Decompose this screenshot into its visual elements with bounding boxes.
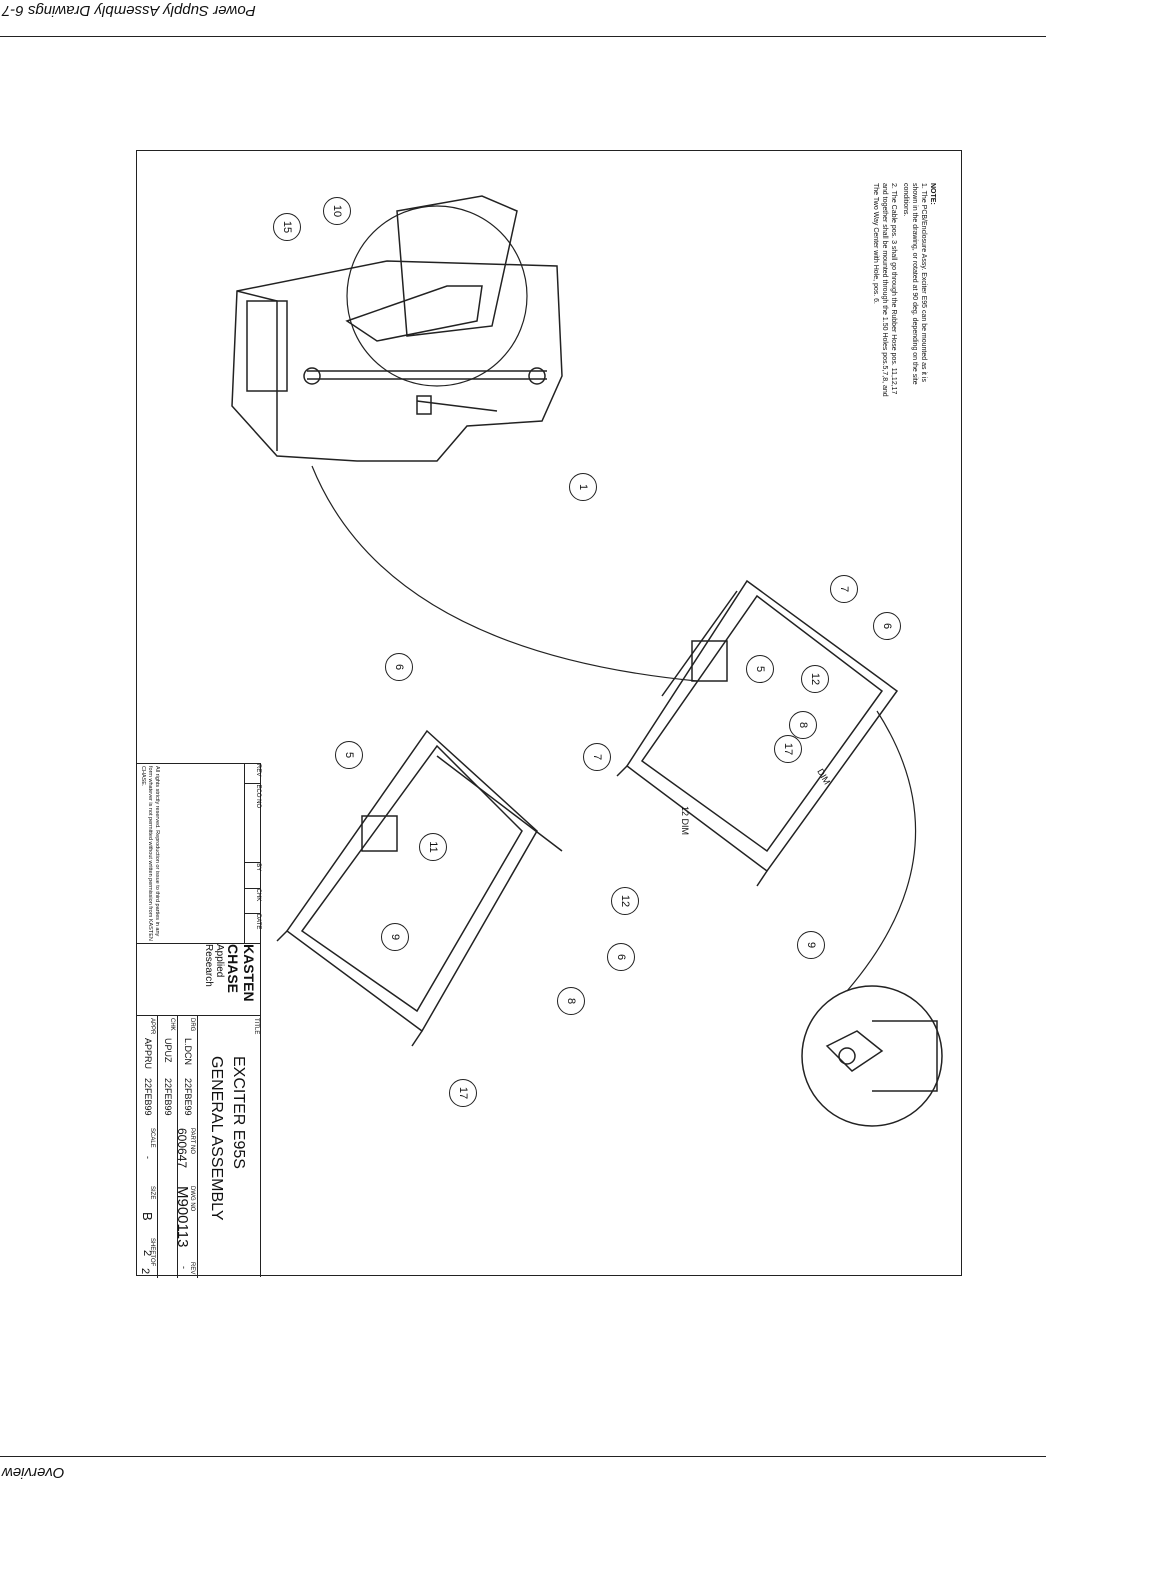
callout-8: 8 (557, 987, 585, 1015)
page-footer: Overview (0, 1450, 1164, 1490)
size-value: B (140, 1212, 155, 1221)
note-item-1: 1. The PCB/Enclosure Assy. Exciter E95 c… (902, 183, 927, 385)
enclosure-illustration (231, 195, 563, 462)
signature-grid: DRG L.DCN 22FBE99 PART NO 600647 DWG NO … (137, 1016, 197, 1278)
drg-label: DRG (189, 1018, 195, 1032)
footer-rule (0, 1456, 1046, 1457)
cable-path-lower (846, 710, 917, 992)
frame-assembly-left (276, 729, 563, 1047)
callout-12: 12 (801, 665, 829, 693)
callout-17: 17 (449, 1079, 477, 1107)
frame-dim-label-a: 12 DIM (680, 806, 690, 835)
size-label: SIZE (149, 1186, 155, 1200)
title-block: REV ECO NO BY CHK DATE All rights strict… (137, 763, 261, 1278)
company-division: Applied Research (203, 944, 225, 987)
title-line-1: EXCITER E95S (230, 1056, 247, 1169)
chk-date: 22FEB99 (163, 1078, 173, 1116)
callout-9: 9 (381, 923, 409, 951)
chk-name: UPUZ (163, 1038, 173, 1063)
callout-6: 6 (607, 943, 635, 971)
notes-block: NOTE: 1. The PCB/Enclosure Assy. Exciter… (871, 183, 937, 403)
callout-7: 7 (583, 743, 611, 771)
appr-date: 22FEB99 (143, 1078, 153, 1116)
chk-row: CHK UPUZ 22FEB99 (157, 1016, 177, 1278)
revision-table: REV ECO NO BY CHK DATE All rights strict… (137, 764, 261, 944)
of-label: OF (149, 1258, 155, 1267)
callout-12: 12 (611, 887, 639, 915)
sheet-value: 2 (141, 1250, 153, 1257)
page-footer-section: Overview (2, 1464, 65, 1481)
detail-circle (346, 205, 528, 387)
scale-label: SCALE (149, 1128, 155, 1148)
sheet-total: 2 (139, 1268, 151, 1275)
callout-6: 6 (873, 612, 901, 640)
callout-6: 6 (385, 653, 413, 681)
rev-value: - (179, 1266, 189, 1269)
part-no-label: PART NO (189, 1128, 195, 1155)
title-label: TITLE (253, 1018, 259, 1035)
chk-col-header: CHK (245, 888, 261, 914)
header-rule (0, 36, 1046, 37)
page-header: Power Supply Assembly Drawings 6-7 (0, 0, 1164, 40)
callout-1: 1 (569, 473, 597, 501)
drg-row: DRG L.DCN 22FBE99 PART NO 600647 DWG NO … (174, 1016, 197, 1278)
by-col-header: BY (245, 863, 261, 889)
callout-9: 9 (797, 931, 825, 959)
page-header-title: Power Supply Assembly Drawings 6-7 (2, 2, 256, 19)
appr-row: APPR APPRU 22FEB99 SCALE - SIZE B SHEET … (137, 1016, 157, 1278)
chk-label: CHK (169, 1018, 175, 1031)
title-line-2: GENERAL ASSEMBLY (208, 1056, 225, 1221)
callout-11: 11 (419, 833, 447, 861)
callout-10: 10 (323, 197, 351, 225)
callout-17: 17 (774, 735, 802, 763)
cable-path (311, 465, 698, 682)
callout-15: 15 (273, 213, 301, 241)
appr-label: APPR (149, 1018, 155, 1035)
callout-5: 5 (335, 741, 363, 769)
drg-name: L.DCN (183, 1038, 193, 1066)
eco-col-header: ECO NO (245, 784, 261, 864)
rev-col-header: REV (245, 764, 261, 785)
callout-8: 8 (789, 711, 817, 739)
part-no-value: 600647 (175, 1128, 189, 1169)
company-cell: KASTEN CHASE Applied Research (137, 944, 261, 1016)
title-cell: TITLE EXCITER E95S GENERAL ASSEMBLY (197, 1016, 261, 1278)
rev-label: REV (189, 1262, 195, 1275)
frame-assembly-right (616, 579, 899, 887)
scale-value: - (143, 1156, 153, 1159)
assembly-drawing: 12 DIM DIM (231, 195, 943, 1127)
company-name: KASTEN CHASE (225, 944, 257, 1002)
detail-view-circle (801, 985, 943, 1127)
drawing-sheet: 12 DIM DIM 10 15 1 7 5 6 12 8 17 6 5 7 1… (136, 150, 962, 1278)
rights-notice: All rights strictly reserved. Reproducti… (140, 766, 160, 941)
date-col-header: DATE (255, 913, 261, 930)
appr-name: APPRU (143, 1038, 153, 1070)
drg-date: 22FBE99 (183, 1078, 193, 1116)
callout-5: 5 (746, 655, 774, 683)
notes-heading: NOTE: (929, 183, 936, 205)
callout-7: 7 (830, 575, 858, 603)
note-item-2: 2. The Cable pos. 3 shall go through the… (872, 183, 897, 397)
